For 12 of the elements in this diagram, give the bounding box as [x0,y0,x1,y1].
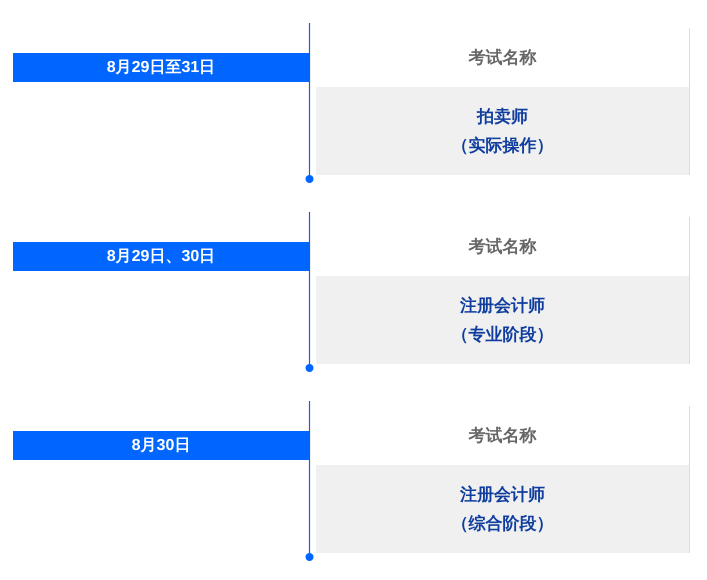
column-header: 考试名称 [468,47,536,69]
exam-name-cell: 注册会计师（专业阶段） [316,276,689,364]
date-bar: 8月29日、30日 [13,242,309,271]
exam-name-cell: 拍卖师（实际操作） [316,87,689,175]
column-header: 考试名称 [468,236,536,258]
exam-table [316,406,690,553]
exam-table [316,217,690,364]
exam-name-cell: 注册会计师（综合阶段） [316,465,689,553]
date-bar: 8月30日 [13,431,309,460]
exam-table [316,28,690,175]
date-bar: 8月29日至31日 [13,53,309,82]
column-header: 考试名称 [468,425,536,447]
